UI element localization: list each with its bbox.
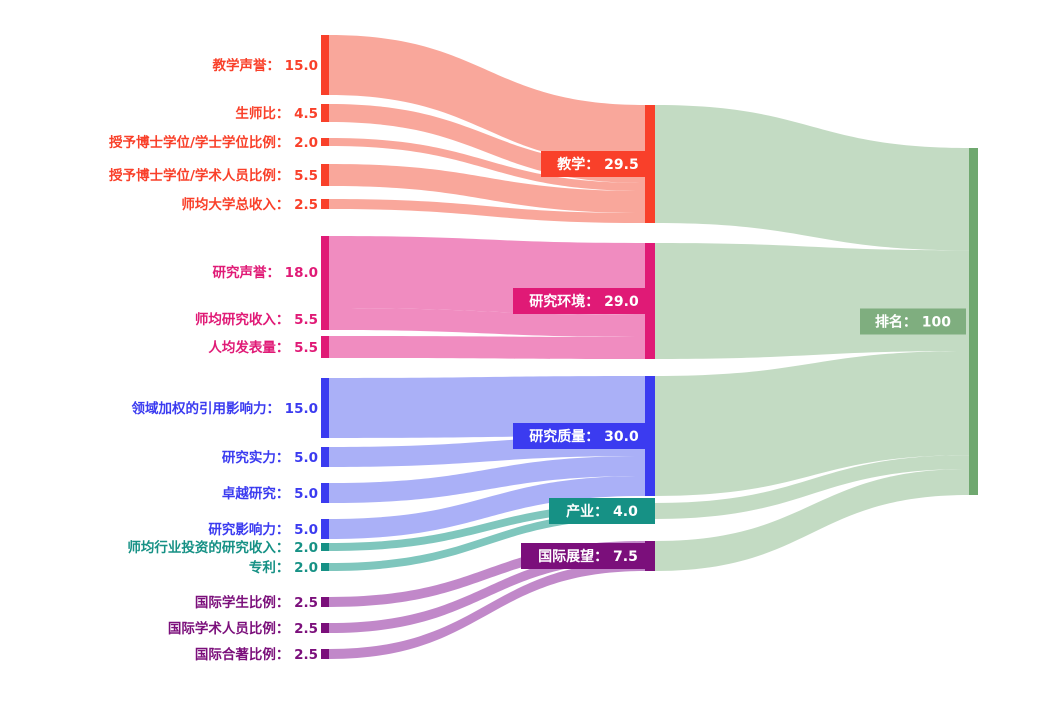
sankey-link <box>329 138 645 191</box>
middle-node-label-box <box>513 288 655 314</box>
middle-node-label: 国际展望： 7.5 <box>538 548 638 565</box>
sankey-link <box>329 456 645 503</box>
source-node-label: 人均发表量： 5.5 <box>208 339 318 356</box>
source-node-label: 生师比： 4.5 <box>235 105 318 122</box>
source-node-label: 国际学术人员比例： 2.5 <box>168 620 318 637</box>
sankey-link <box>655 350 969 496</box>
source-node-label: 教学声誉： 15.0 <box>212 57 318 74</box>
sankey-link <box>655 105 969 251</box>
source-node-label: 卓越研究： 5.0 <box>222 485 318 502</box>
source-node-label: 领域加权的引用影响力： 15.0 <box>131 400 318 417</box>
sankey-link <box>329 476 645 539</box>
middle-node-label: 研究质量： 30.0 <box>529 428 639 445</box>
sankey-link <box>329 308 645 337</box>
sankey-node-inst_income[interactable] <box>321 199 329 209</box>
middle-node-label-box <box>549 498 655 524</box>
sankey-node-intl_students[interactable] <box>321 597 329 607</box>
sankey-link <box>329 376 645 438</box>
sankey-link <box>329 164 645 213</box>
sankey-node-student_staff[interactable] <box>321 104 329 122</box>
source-node-label: 国际学生比例： 2.5 <box>195 594 318 611</box>
source-node-label: 研究实力： 5.0 <box>222 449 318 466</box>
sankey-node-res_rep[interactable] <box>321 236 329 308</box>
sankey-node-rank[interactable] <box>969 148 978 495</box>
sankey-node-intl_coauth[interactable] <box>321 649 329 659</box>
source-node-label: 授予博士学位/学士学位比例： 2.0 <box>109 134 318 151</box>
source-node-label: 专利： 2.0 <box>249 559 318 576</box>
middle-node-label-box <box>513 423 655 449</box>
sankey-link <box>329 336 645 359</box>
sankey-node-res_strength[interactable] <box>321 447 329 467</box>
source-node-label: 国际合著比例： 2.5 <box>195 646 318 663</box>
middle-node-label-box <box>521 543 655 569</box>
source-node-label: 授予博士学位/学术人员比例： 5.5 <box>109 167 318 184</box>
sankey-link <box>329 511 645 571</box>
sankey-node-res_influence[interactable] <box>321 519 329 539</box>
sankey-node-res_excellence[interactable] <box>321 483 329 503</box>
middle-node-label: 研究环境： 29.0 <box>529 293 639 310</box>
sankey-node-doc_staff[interactable] <box>321 164 329 186</box>
sankey-link <box>655 243 969 359</box>
sankey-link <box>329 541 645 607</box>
labels-layer: 教学声誉： 15.0 生师比： 4.5 授予博士学位/学士学位比例： 2.0 授予博士… <box>109 57 966 663</box>
sankey-link <box>329 35 645 165</box>
source-node-label: 师均研究收入： 5.5 <box>195 311 318 328</box>
middle-node-label-box <box>541 151 655 177</box>
middle-node-label: 教学： 29.5 <box>557 156 638 173</box>
sankey-node-teach_rep[interactable] <box>321 35 329 95</box>
source-node-label: 研究声誉： 18.0 <box>212 264 318 281</box>
rank-node-label: 排名： 100 <box>875 314 951 331</box>
sankey-link <box>329 551 645 633</box>
rank-node-label-box <box>860 308 966 335</box>
sankey-link <box>655 455 969 519</box>
sankey-node-patents[interactable] <box>321 563 329 571</box>
middle-node-label: 产业： 4.0 <box>566 503 638 520</box>
sankey-node-fwci[interactable] <box>321 378 329 438</box>
sankey-node-pubs[interactable] <box>321 336 329 358</box>
source-node-label: 师均大学总收入： 2.5 <box>181 196 318 213</box>
sankey-link <box>329 199 645 223</box>
sankey-link <box>655 468 969 571</box>
sankey-node-intl_staff[interactable] <box>321 623 329 633</box>
sankey-node-res_income[interactable] <box>321 308 329 330</box>
sankey-node-industry_income[interactable] <box>321 543 329 551</box>
sankey-link <box>329 561 645 659</box>
sankey-node-doc_bach[interactable] <box>321 138 329 146</box>
source-node-label: 研究影响力： 5.0 <box>208 521 318 538</box>
source-node-label: 师均行业投资的研究收入： 2.0 <box>127 539 318 556</box>
